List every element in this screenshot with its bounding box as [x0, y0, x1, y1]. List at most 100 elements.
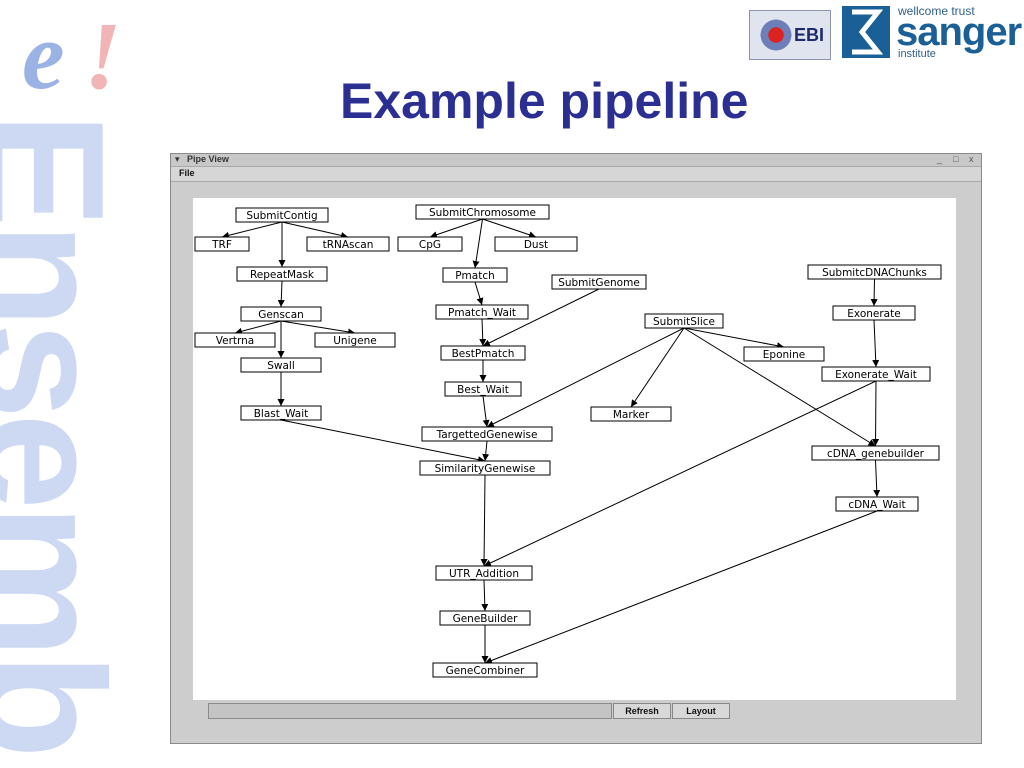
node-label: BestPmatch	[452, 348, 515, 360]
node-similarity-genewise[interactable]: SimilarityGenewise	[419, 460, 551, 476]
edge-submit-chromosome-to-cp-g	[429, 218, 483, 239]
window-menu-chevron-icon[interactable]: ▾	[175, 154, 180, 164]
node-label: cDNA_Wait	[848, 499, 905, 511]
window-title: Pipe View	[187, 154, 229, 164]
node-vertrna[interactable]: Vertrna	[194, 332, 276, 348]
node-box	[807, 264, 942, 280]
ensembl-vertical-text: Ensembl	[0, 112, 141, 762]
minimize-button[interactable]: _	[937, 154, 943, 164]
node-submit-chromosome[interactable]: SubmitChromosome	[415, 204, 550, 220]
edge-exonerate-wait-to-c-dna-genebuilder	[872, 380, 880, 447]
node-best-wait[interactable]: Best_Wait	[444, 381, 522, 397]
node-box	[444, 381, 522, 397]
sanger-logo-top: wellcome trust	[898, 4, 975, 18]
edge-submit-slice-to-marker	[630, 327, 685, 408]
node-gene-builder[interactable]: GeneBuilder	[439, 610, 531, 626]
node-exonerate-wait[interactable]: Exonerate_Wait	[821, 366, 931, 382]
ensembl-vertical-brand: Ensembl	[0, 112, 150, 762]
window-titlebar: ▾ Pipe View _ □ x	[171, 154, 981, 167]
refresh-button[interactable]: Refresh	[613, 703, 671, 719]
node-box	[590, 406, 672, 422]
node-box	[397, 236, 463, 252]
node-pmatch[interactable]: Pmatch	[442, 267, 508, 283]
edge-submit-chromosome-to-dust	[482, 218, 537, 239]
edge-submit-slice-to-targetted-genewise	[486, 327, 685, 428]
node-submit-contig[interactable]: SubmitContig	[235, 207, 329, 223]
node-label: Blast_Wait	[254, 408, 309, 420]
node-marker[interactable]: Marker	[590, 406, 672, 422]
node-box	[811, 445, 940, 461]
node-c-dna-wait[interactable]: cDNA_Wait	[835, 496, 919, 512]
maximize-button[interactable]: □	[953, 154, 959, 164]
edge-exonerate-to-exonerate-wait	[872, 319, 880, 368]
node-box	[235, 207, 329, 223]
node-box	[644, 313, 724, 329]
status-field	[208, 703, 612, 719]
node-targetted-genewise[interactable]: TargettedGenewise	[421, 426, 553, 442]
node-box	[743, 346, 825, 362]
node-trf[interactable]: TRF	[194, 236, 250, 252]
close-button[interactable]: x	[969, 154, 974, 164]
ensembl-e-logo: e	[22, 2, 65, 109]
node-box	[442, 267, 508, 283]
node-eponine[interactable]: Eponine	[743, 346, 825, 362]
node-label: RepeatMask	[250, 269, 315, 281]
ebi-emblem-icon	[758, 17, 794, 53]
node-t-rnascan[interactable]: tRNAscan	[306, 236, 390, 252]
node-label: cDNA_genebuilder	[827, 448, 925, 460]
node-box	[821, 366, 931, 382]
node-label: UTR_Addition	[449, 568, 519, 580]
node-box	[832, 305, 916, 321]
node-exonerate[interactable]: Exonerate	[832, 305, 916, 321]
node-box	[194, 236, 250, 252]
node-utr-addition[interactable]: UTR_Addition	[435, 565, 533, 581]
ebi-logo: EBI	[749, 10, 831, 60]
node-box	[421, 426, 553, 442]
node-dust[interactable]: Dust	[494, 236, 578, 252]
sanger-logo-main: sanger	[896, 10, 1022, 54]
node-label: Dust	[524, 239, 548, 251]
node-unigene[interactable]: Unigene	[314, 332, 396, 348]
node-submitc-dnachunks[interactable]: SubmitcDNAChunks	[807, 264, 942, 280]
node-gene-combiner[interactable]: GeneCombiner	[432, 662, 538, 678]
edge-best-wait-to-targetted-genewise	[482, 395, 490, 428]
node-label: SubmitChromosome	[429, 207, 536, 219]
node-box	[551, 274, 647, 290]
node-label: Swall	[267, 360, 295, 372]
node-swall[interactable]: Swall	[240, 357, 322, 373]
menu-file[interactable]: File	[179, 168, 195, 178]
node-submit-genome[interactable]: SubmitGenome	[551, 274, 647, 290]
edge-pmatch-to-pmatch-wait	[474, 281, 484, 306]
layout-button[interactable]: Layout	[672, 703, 730, 719]
edge-submit-chromosome-to-pmatch	[472, 218, 483, 269]
node-c-dna-genebuilder[interactable]: cDNA_genebuilder	[811, 445, 940, 461]
edge-utr-addition-to-gene-builder	[481, 579, 489, 612]
node-label: SubmitSlice	[653, 316, 715, 328]
edge-c-dna-wait-to-gene-combiner	[484, 510, 878, 664]
ensembl-bang-logo: !	[84, 2, 122, 109]
sanger-logo-icon	[842, 6, 890, 58]
node-box	[240, 357, 322, 373]
node-label: SubmitcDNAChunks	[822, 267, 927, 279]
node-repeat-mask[interactable]: RepeatMask	[236, 266, 328, 282]
node-box	[419, 460, 551, 476]
node-label: SubmitContig	[246, 210, 317, 222]
node-label: Eponine	[763, 349, 805, 361]
edge-submitc-dnachunks-to-exonerate	[870, 278, 878, 307]
edge-similarity-genewise-to-utr-addition	[480, 474, 488, 567]
edge-targetted-genewise-to-similarity-genewise	[482, 440, 490, 462]
edge-repeat-mask-to-genscan	[277, 280, 285, 308]
node-label: Marker	[613, 409, 650, 421]
edge-exonerate-wait-to-utr-addition	[483, 380, 877, 567]
node-cp-g[interactable]: CpG	[397, 236, 463, 252]
node-submit-slice[interactable]: SubmitSlice	[644, 313, 724, 329]
node-label: Pmatch_Wait	[448, 307, 516, 319]
node-pmatch-wait[interactable]: Pmatch_Wait	[435, 304, 529, 320]
node-box	[415, 204, 550, 220]
edge-genscan-to-unigene	[280, 320, 356, 336]
node-best-pmatch[interactable]: BestPmatch	[440, 345, 526, 361]
node-genscan[interactable]: Genscan	[240, 306, 322, 322]
node-blast-wait[interactable]: Blast_Wait	[240, 405, 322, 421]
